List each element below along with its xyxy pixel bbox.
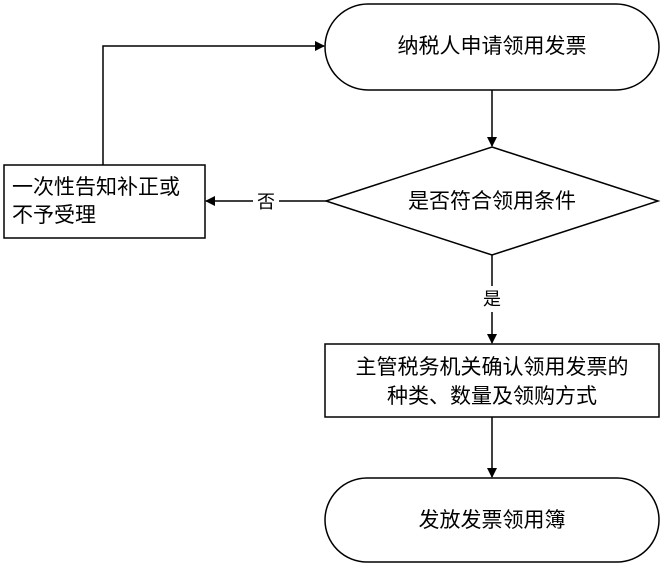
reject-box: [3, 164, 206, 239]
end-label: 发放发票领用簿: [419, 508, 566, 532]
no-label-bg: [253, 188, 279, 214]
yes-label: 是: [483, 289, 501, 310]
start-label: 纳税人申请领用发票: [398, 34, 587, 58]
reject-label-line2: 不予受理: [12, 203, 96, 227]
reject-label-line1: 一次性告知补正或: [12, 175, 180, 199]
process-label-line2: 种类、数量及领购方式: [387, 384, 597, 408]
yes-label-bg: [478, 286, 506, 312]
edge-reject-to-start: [102, 41, 325, 165]
decision-label: 是否符合领用条件: [408, 189, 576, 213]
no-label: 否: [257, 192, 275, 213]
process-box: [324, 343, 660, 418]
process-label-line1: 主管税务机关确认领用发票的: [356, 355, 629, 379]
end-terminator: [324, 477, 660, 563]
